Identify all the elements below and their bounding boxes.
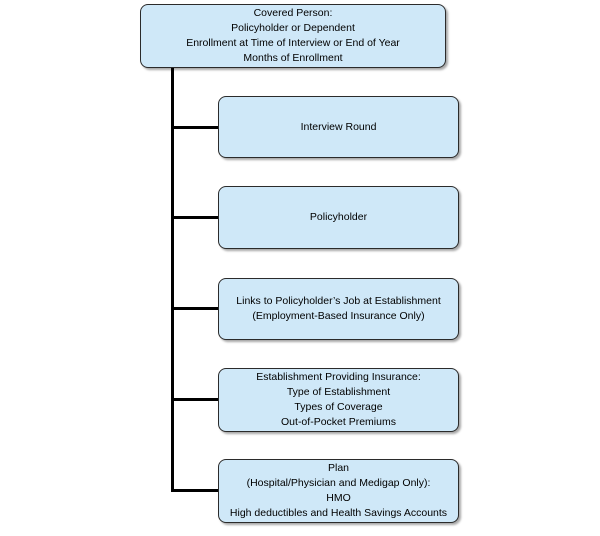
branch-connector-3 <box>171 307 218 310</box>
child-line: (Hospital/Physician and Medigap Only): <box>246 477 431 489</box>
root-line: Covered Person: <box>253 7 333 19</box>
trunk-connector <box>171 67 174 492</box>
child-box-establishment: Establishment Providing Insurance: Type … <box>218 368 459 432</box>
child-line: Plan <box>327 462 349 474</box>
root-line: Policyholder or Dependent <box>231 22 355 34</box>
child-box-job-links: Links to Policyholder’s Job at Establish… <box>218 278 459 340</box>
branch-connector-4 <box>171 398 218 401</box>
branch-connector-1 <box>171 126 218 129</box>
child-line: Interview Round <box>300 120 377 133</box>
child-line: HMO <box>326 492 351 504</box>
child-line: Establishment Providing Insurance: <box>256 371 421 383</box>
branch-connector-5 <box>171 489 218 492</box>
branch-connector-2 <box>171 216 218 219</box>
child-line: Out-of-Pocket Premiums <box>281 416 396 428</box>
child-line: High deductibles and Health Savings Acco… <box>229 507 448 519</box>
child-line: Types of Coverage <box>294 401 383 413</box>
root-line: Enrollment at Time of Interview or End o… <box>186 37 400 49</box>
child-line: Policyholder <box>309 211 368 223</box>
root-box-covered-person: Covered Person: Policyholder or Dependen… <box>140 4 446 68</box>
child-box-interview-round: Interview Round <box>218 96 459 158</box>
child-line: (Employment-Based Insurance Only) <box>252 310 425 322</box>
child-line: Type of Establishment <box>286 386 391 398</box>
child-line: Links to Policyholder’s Job at Establish… <box>236 295 441 307</box>
root-line: Months of Enrollment <box>243 52 343 64</box>
child-box-policyholder: Policyholder <box>218 186 459 249</box>
child-box-plan: Plan (Hospital/Physician and Medigap Onl… <box>218 459 459 523</box>
